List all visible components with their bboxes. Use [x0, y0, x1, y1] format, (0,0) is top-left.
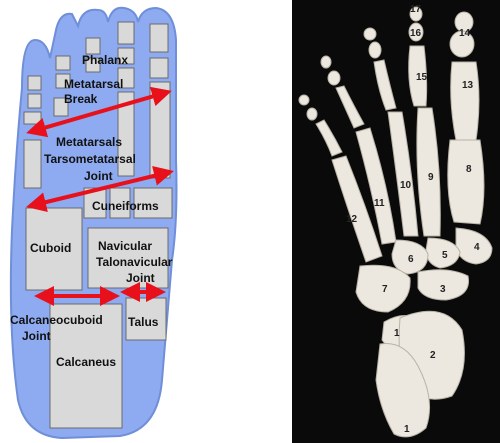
- label-metatarsal-break-2: Break: [64, 92, 98, 106]
- label-talonavicular-1: Talonavicular: [96, 255, 173, 269]
- label-calcaneocuboid-1: Calcaneocuboid: [10, 313, 103, 327]
- bone-number: 14: [459, 28, 471, 39]
- phalanx-box: [150, 24, 168, 52]
- phalanx-box: [150, 58, 168, 78]
- metatarsal-box: [24, 140, 41, 188]
- phalanx-box: [28, 76, 41, 90]
- bone-number: 12: [346, 214, 358, 225]
- label-tarsometatarsal-2: Joint: [84, 169, 113, 183]
- label-navicular: Navicular: [98, 239, 152, 253]
- label-cuboid: Cuboid: [30, 241, 71, 255]
- label-calcaneus: Calcaneus: [56, 355, 116, 369]
- phalanx-box: [118, 22, 134, 44]
- bone-number: 8: [466, 164, 472, 175]
- skeleton-photo: 14 17 16 15 13 8 9 10 11 12 4 5 6 3 7 1 …: [292, 0, 500, 443]
- bone-number: 9: [428, 172, 434, 183]
- bone-number: 11: [374, 198, 385, 209]
- bone: [328, 71, 340, 85]
- bone-number: 16: [410, 28, 422, 39]
- bone: [451, 62, 479, 140]
- label-cuneiforms: Cuneiforms: [92, 199, 159, 213]
- bone: [307, 108, 317, 120]
- label-calcaneocuboid-2: Joint: [22, 329, 51, 343]
- bone-number: 4: [474, 242, 480, 253]
- label-tarsometatarsal-1: Tarsometatarsal: [44, 152, 136, 166]
- phalanx-box: [86, 38, 100, 54]
- bone-number: 2: [430, 350, 436, 361]
- label-phalanx: Phalanx: [82, 53, 128, 67]
- metatarsal-box: [24, 112, 41, 124]
- bone: [448, 140, 484, 224]
- bone-number: 3: [440, 284, 446, 295]
- label-metatarsals: Metatarsals: [56, 135, 122, 149]
- bone-number: 15: [416, 72, 428, 83]
- label-talonavicular-2: Joint: [126, 271, 155, 285]
- phalanx-box: [28, 94, 41, 108]
- bone: [321, 56, 331, 68]
- label-metatarsal-break-1: Metatarsal: [64, 77, 123, 91]
- phalanx-box: [56, 56, 70, 70]
- bone-number: 13: [462, 80, 474, 91]
- bone-number: 5: [442, 250, 448, 261]
- bone-number: 7: [382, 284, 388, 295]
- bone-number: 1: [404, 424, 410, 435]
- bone: [369, 42, 381, 58]
- bone: [364, 28, 376, 40]
- bone: [299, 95, 309, 105]
- bone-number: 10: [400, 180, 412, 191]
- bone-number: 1: [394, 328, 400, 339]
- label-talus: Talus: [128, 315, 159, 329]
- bone-number: 17: [410, 4, 422, 15]
- bone-number: 6: [408, 254, 414, 265]
- schematic-diagram: Phalanx Metatarsal Break Metatarsals Tar…: [10, 8, 177, 438]
